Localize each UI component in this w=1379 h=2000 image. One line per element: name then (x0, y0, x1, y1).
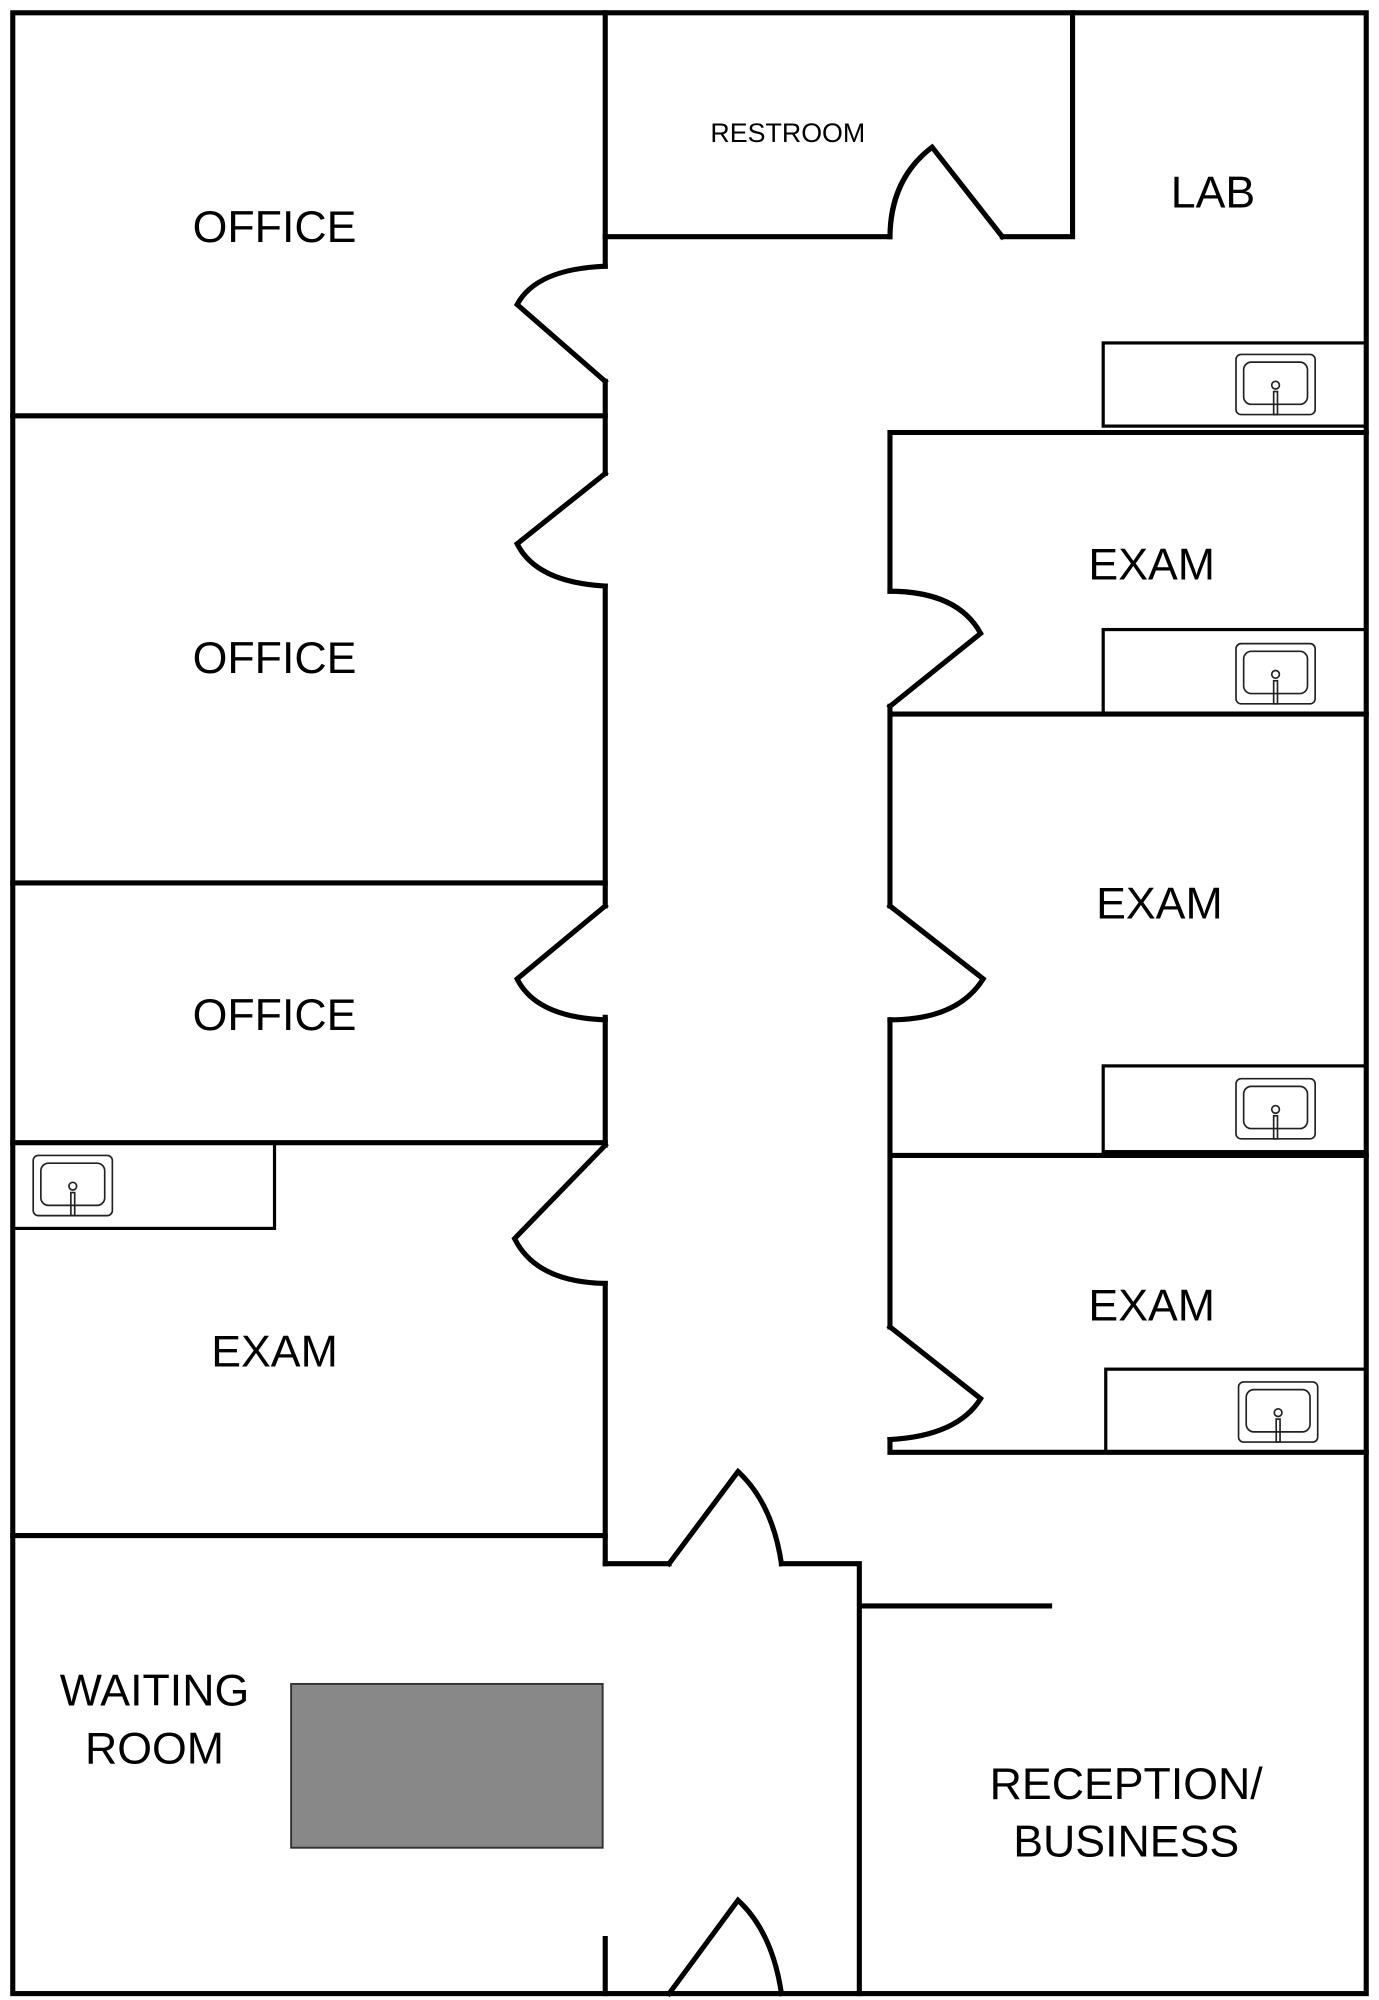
waiting-room-walls (602, 1561, 1053, 1997)
exam-right-1-label: EXAM (1088, 541, 1215, 590)
office-1-door[interactable] (513, 263, 609, 385)
exam-right-3-label: EXAM (1088, 1281, 1215, 1330)
waiting-room-table (290, 1682, 604, 1849)
right-room-walls (887, 429, 1369, 1455)
office-2-label: OFFICE (193, 634, 357, 683)
exam-right-1-counter (1101, 627, 1368, 716)
sink-icon (1235, 642, 1316, 705)
office-1-label: OFFICE (193, 203, 357, 252)
exam-left-door[interactable] (511, 1141, 609, 1287)
exam-left-label: EXAM (211, 1328, 338, 1377)
exam-right-2-label: EXAM (1096, 880, 1223, 929)
office-3-door[interactable] (513, 902, 609, 1023)
waiting-room-label-line2: ROOM (85, 1724, 224, 1773)
entrance-door[interactable] (665, 1896, 785, 1998)
restroom-walls (602, 10, 1076, 240)
sink-icon (1237, 1381, 1319, 1443)
sink-icon (1235, 353, 1316, 416)
exam-right-3-door[interactable] (886, 1323, 984, 1443)
restroom-label: RESTROOM (710, 118, 865, 148)
reception-label-line2: BUSINESS (1013, 1818, 1239, 1867)
waiting-room-label-line1: WAITING (60, 1667, 249, 1716)
corridor-door[interactable] (665, 1467, 785, 1568)
lab-counter (1101, 341, 1368, 428)
outer-wall (10, 10, 1369, 1997)
exam-right-1-door[interactable] (886, 588, 984, 710)
exam-right-2-counter (1101, 1064, 1368, 1154)
lab-label: LAB (1171, 168, 1255, 217)
sink-icon (1235, 1077, 1316, 1140)
office-3-label: OFFICE (193, 991, 357, 1040)
exam-right-3-counter (1104, 1367, 1368, 1454)
restroom-door[interactable] (887, 143, 1006, 241)
reception-label-line1: RECEPTION/ (990, 1760, 1264, 1809)
room-divider-walls (10, 413, 608, 1539)
office-2-door[interactable] (513, 469, 609, 589)
sink-icon (32, 1154, 114, 1217)
exam-right-2-door[interactable] (886, 902, 987, 1023)
exam-left-counter (11, 1141, 277, 1231)
